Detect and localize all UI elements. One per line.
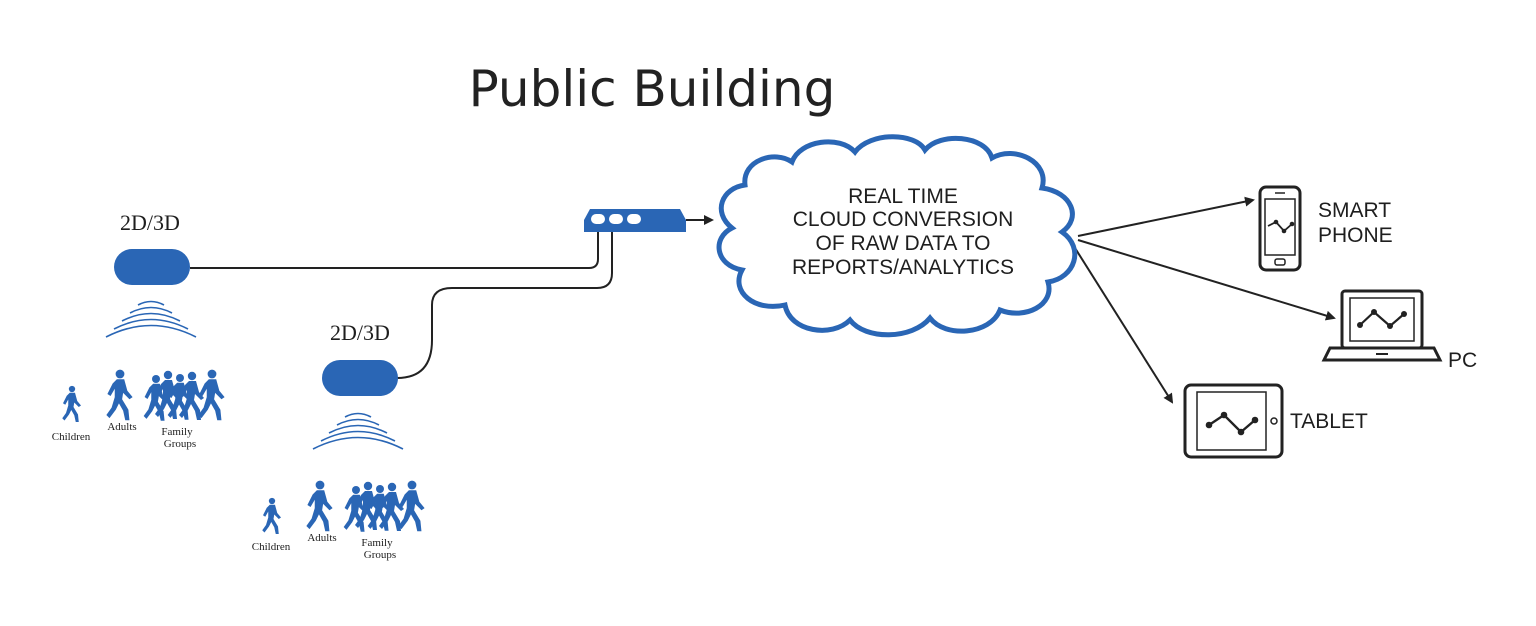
cloud-icon <box>716 134 1078 338</box>
adults-label: Adults <box>307 532 336 544</box>
cloud-to-tablet-arrow <box>1074 247 1174 404</box>
children-label: Children <box>252 541 291 553</box>
children-label: Children <box>52 431 91 443</box>
sensor2-cable <box>396 226 613 379</box>
sensor-1-label: 2D/3D <box>120 210 180 235</box>
cloud-text-line-3: OF RAW DATA TO <box>815 232 990 255</box>
family-label: Family <box>361 537 393 549</box>
sensor-2-signal-icon <box>312 412 404 450</box>
smartphone-icon <box>1258 185 1302 272</box>
laptop-icon <box>1321 289 1443 362</box>
connection-lines <box>190 196 1336 404</box>
smartphone-label-line-2: PHONE <box>1318 224 1393 247</box>
page-title: Public Building <box>469 60 836 118</box>
sensor-2-device <box>322 360 398 396</box>
adults-label: Adults <box>107 421 136 433</box>
smartphone-label-line-1: SMART <box>1318 199 1391 222</box>
pc: PC <box>1321 289 1477 372</box>
adult-walker-icon <box>306 480 333 532</box>
network-hub <box>584 209 686 232</box>
people-group-2: Children Adults Family Groups <box>252 480 425 561</box>
sensor1-cable <box>190 226 599 269</box>
child-walker-icon <box>262 497 281 534</box>
cloud: REAL TIME CLOUD CONVERSION OF RAW DATA T… <box>716 134 1078 338</box>
pc-label: PC <box>1448 349 1477 372</box>
cloud-to-pc-arrow <box>1077 239 1336 321</box>
child-walker-icon <box>62 385 81 422</box>
family-group-icon <box>143 369 225 421</box>
people-group-1: Children Adults Family Groups <box>52 369 225 450</box>
cloud-text-line-2: CLOUD CONVERSION <box>793 208 1014 231</box>
adult-walker-icon <box>106 369 133 421</box>
sensor-2-label: 2D/3D <box>330 320 390 345</box>
cloud-text-line-1: REAL TIME <box>848 185 958 208</box>
family-group-icon <box>343 480 425 532</box>
smartphone: SMART PHONE <box>1258 185 1393 272</box>
cloud-to-phone-arrow <box>1077 196 1255 237</box>
sensor-1-device <box>114 249 190 285</box>
cloud-text-line-4: REPORTS/ANALYTICS <box>792 256 1014 279</box>
groups-label: Groups <box>164 438 196 450</box>
tablet-label: TABLET <box>1290 410 1368 433</box>
family-label: Family <box>161 426 193 438</box>
tablet-icon <box>1183 383 1284 459</box>
tablet: TABLET <box>1183 383 1368 459</box>
groups-label: Groups <box>364 549 396 561</box>
sensor-1-signal-icon <box>105 300 197 338</box>
sensor-2: 2D/3D <box>312 320 404 450</box>
sensor-1: 2D/3D <box>105 210 197 338</box>
